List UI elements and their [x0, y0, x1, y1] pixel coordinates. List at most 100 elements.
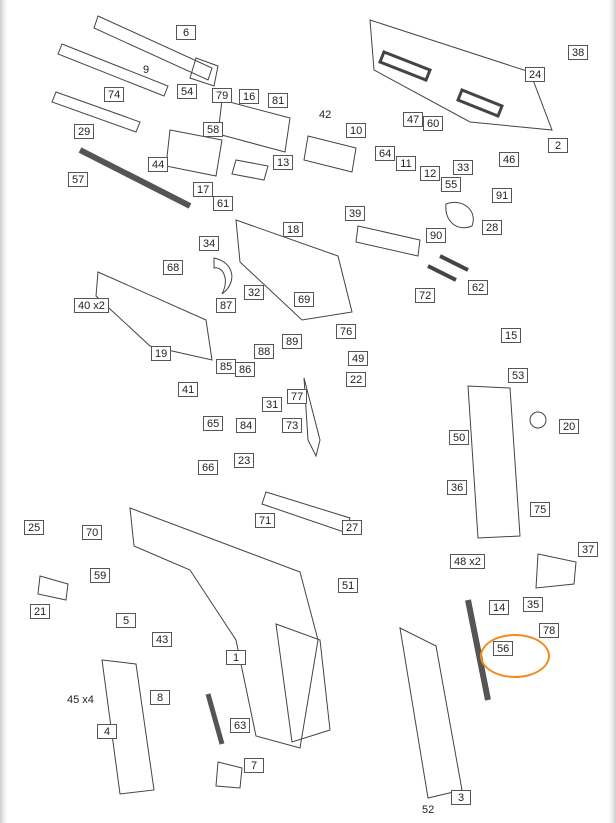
part-number-text: 18	[287, 224, 300, 236]
part-number-text: 20	[563, 421, 576, 433]
part-label-70: 70	[82, 525, 103, 540]
part-number-text: 31	[266, 399, 279, 411]
part-label-21: 21	[30, 604, 51, 619]
part-number-text: 74	[108, 89, 121, 101]
part-number-text: 59	[94, 570, 107, 582]
part-number-text: 65	[207, 418, 220, 430]
part-number-text: 33	[457, 162, 470, 174]
part-label-22: 22	[346, 372, 367, 387]
part-number-text: 25	[28, 522, 41, 534]
part-number-text: 44	[152, 159, 165, 171]
part-label-51: 51	[338, 578, 359, 593]
part-label-17: 17	[193, 182, 214, 197]
part-number-text: 24	[529, 69, 542, 81]
part-label-65: 65	[203, 416, 224, 431]
part-number-text: 50	[453, 432, 466, 444]
part-number-text: 62	[472, 282, 485, 294]
part-number-text: 47	[407, 114, 420, 126]
part-number-text: 1	[232, 652, 240, 664]
part-label-58: 58	[203, 122, 224, 137]
part-label-29: 29	[74, 124, 95, 139]
part-label-46: 46	[499, 152, 520, 167]
part-62b	[439, 254, 469, 272]
part-2-grip	[378, 50, 432, 82]
part-34-trigger	[213, 257, 233, 295]
part-number-text: 54	[181, 86, 194, 98]
part-28	[445, 202, 474, 229]
part-number-text: 72	[419, 290, 432, 302]
part-label-79: 79	[212, 88, 233, 103]
part-number-text: 78	[543, 625, 556, 637]
part-number-text: 68	[167, 262, 180, 274]
part-number-text: 88	[258, 346, 271, 358]
part-number-text: 70	[86, 527, 99, 539]
part-label-23: 23	[234, 453, 255, 468]
part-18	[235, 219, 353, 321]
part-number-text: 89	[286, 336, 299, 348]
part-label-57: 57	[68, 172, 89, 187]
part-62	[427, 264, 457, 282]
highlight-circle-56	[480, 634, 550, 678]
part-label-25: 25	[24, 520, 45, 535]
part-number-text: 35	[527, 599, 540, 611]
part-label-16: 16	[239, 89, 260, 104]
part-label-61: 61	[213, 196, 234, 211]
part-number-text: 81	[272, 95, 285, 107]
part-7	[215, 761, 243, 789]
part-label-90: 90	[426, 228, 447, 243]
part-number-text: 91	[496, 190, 509, 202]
part-2-slide	[369, 19, 553, 131]
part-label-1: 1	[226, 650, 246, 665]
part-label-71: 71	[255, 513, 276, 528]
part-number-text: 9	[143, 64, 150, 76]
part-number-text: 17	[197, 184, 210, 196]
part-label-35: 35	[523, 597, 544, 612]
part-number-text: 19	[155, 348, 168, 360]
part-number-text: 52	[422, 804, 435, 816]
part-number-text: 63	[234, 720, 247, 732]
part-1-frame	[129, 507, 319, 749]
part-number-text: 22	[350, 374, 363, 386]
part-label-37: 37	[578, 542, 599, 557]
part-number-text: 29	[78, 126, 91, 138]
part-number-text: 34	[203, 238, 216, 250]
part-number-text: 76	[340, 326, 353, 338]
part-number-text: 36	[451, 482, 464, 494]
part-label-45: 45 x4	[66, 693, 95, 708]
part-21	[37, 575, 69, 601]
part-number-text: 51	[342, 580, 355, 592]
part-label-88: 88	[254, 344, 275, 359]
part-label-4: 4	[97, 724, 117, 739]
part-label-87: 87	[216, 298, 237, 313]
part-label-66: 66	[198, 460, 219, 475]
part-label-55: 55	[441, 177, 462, 192]
part-number-text: 10	[350, 125, 363, 137]
part-number-text: 90	[430, 230, 443, 242]
part-number-text: 27	[346, 522, 359, 534]
part-label-53: 53	[508, 368, 529, 383]
part-number-text: 42	[319, 109, 332, 121]
part-label-73: 73	[282, 418, 303, 433]
part-56-spring	[465, 599, 491, 701]
part-label-81: 81	[268, 93, 289, 108]
part-number-text: 6	[182, 27, 190, 39]
part-label-10: 10	[346, 123, 367, 138]
part-20	[529, 411, 547, 429]
part-number-text: 61	[217, 198, 230, 210]
part-number-text: 38	[572, 47, 585, 59]
part-number-text: 23	[238, 455, 251, 467]
part-label-60: 60	[423, 116, 444, 131]
part-number-text: 13	[277, 157, 290, 169]
part-number-text: 57	[72, 174, 85, 186]
part-label-38: 38	[568, 45, 589, 60]
part-number-text: 71	[259, 515, 272, 527]
part-label-31: 31	[262, 397, 283, 412]
part-label-11: 11	[396, 156, 416, 171]
part-label-24: 24	[525, 67, 546, 82]
part-label-34: 34	[199, 236, 220, 251]
part-label-91: 91	[492, 188, 513, 203]
part-label-28: 28	[482, 220, 503, 235]
part-number-text: 32	[248, 287, 261, 299]
part-36-magazine	[467, 385, 521, 539]
